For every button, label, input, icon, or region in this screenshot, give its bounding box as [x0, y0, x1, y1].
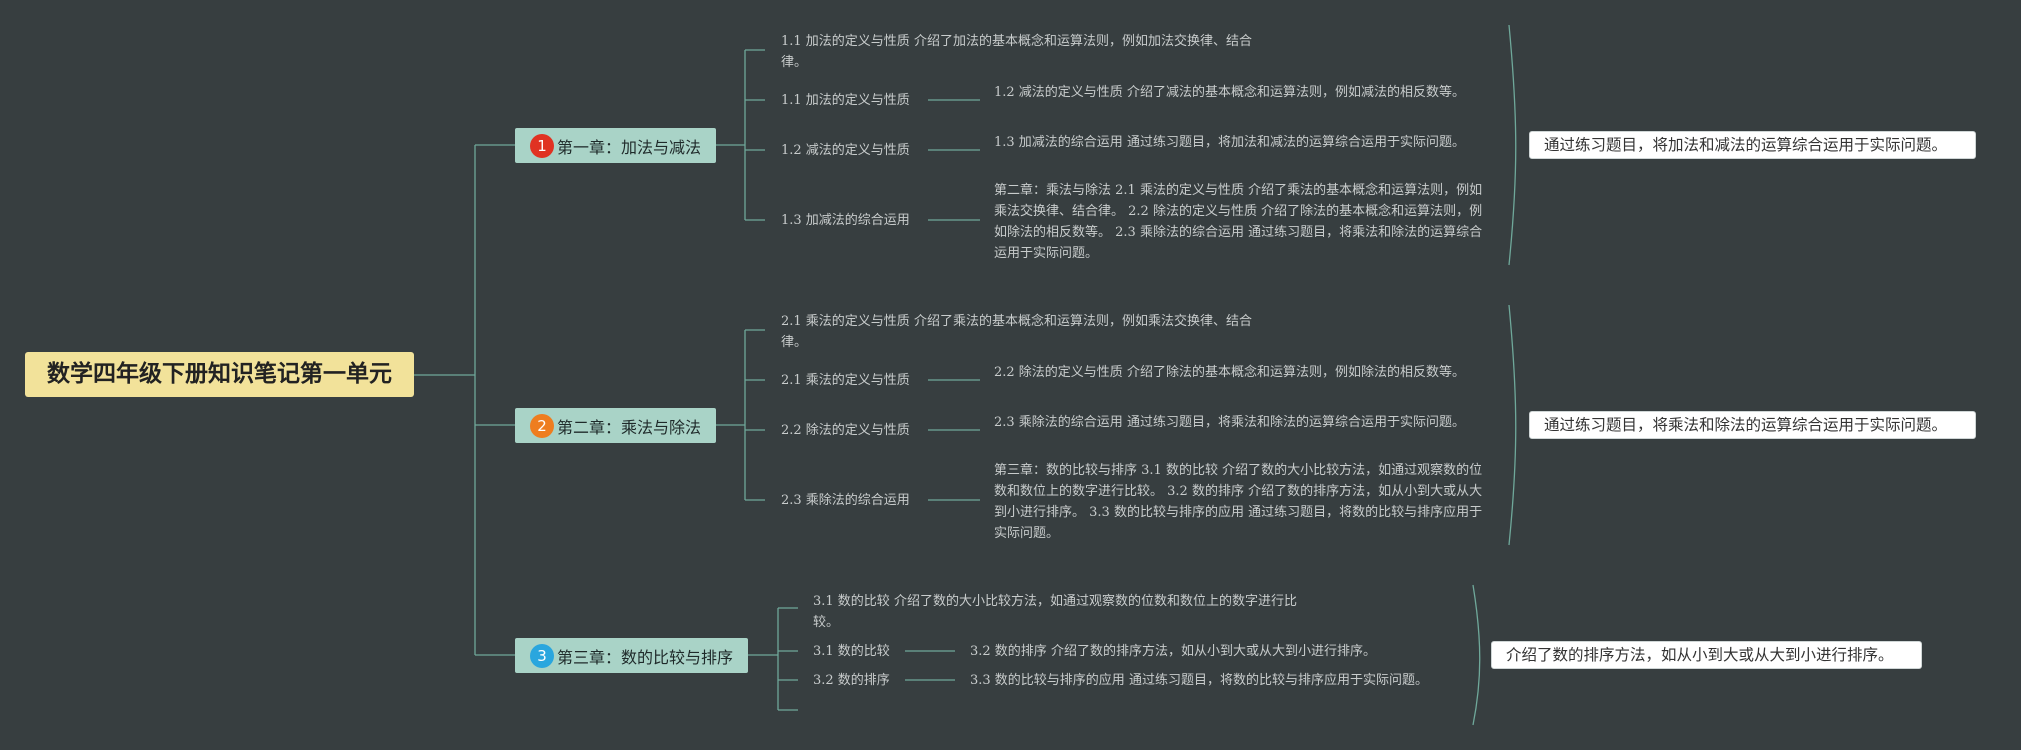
ch1-summary-brace — [1508, 24, 1517, 266]
chapter-3-item-2-detail[interactable]: 3.3 数的比较与排序的应用 通过练习题目，将数的比较与排序应用于实际问题。 — [970, 673, 1428, 688]
chapter-2-item-1-label[interactable]: 2.1 乘法的定义与性质 — [781, 373, 910, 388]
ch3-summary-brace — [1472, 584, 1481, 726]
chapter-3-item-2-label[interactable]: 3.2 数的排序 — [813, 673, 890, 688]
chapter-3-number-badge: 3 — [530, 643, 554, 668]
chapter-3-intro[interactable]: 3.1 数的比较 介绍了数的大小比较方法，如通过观察数的位数和数位上的数字进行比… — [813, 594, 1297, 630]
chapter-1-item-1-detail[interactable]: 1.2 减法的定义与性质 介绍了减法的基本概念和运算法则，例如减法的相反数等。 — [994, 85, 1465, 100]
chapter-2-node[interactable]: 2 第二章：乘法与除法 — [515, 408, 716, 443]
chapter-1-item-3-detail[interactable]: 第二章：乘法与除法 2.1 乘法的定义与性质 介绍了乘法的基本概念和运算法则，例… — [994, 183, 1483, 261]
chapter-2-item-2-detail[interactable]: 2.3 乘除法的综合运用 通过练习题目，将乘法和除法的运算综合运用于实际问题。 — [994, 415, 1465, 430]
chapter-2-intro[interactable]: 2.1 乘法的定义与性质 介绍了乘法的基本概念和运算法则，例如乘法交换律、结合律… — [781, 314, 1252, 350]
chapter-2-item-1-detail[interactable]: 2.2 除法的定义与性质 介绍了除法的基本概念和运算法则，例如除法的相反数等。 — [994, 365, 1465, 380]
chapter-2-number-badge: 2 — [530, 413, 554, 438]
chapter-2-item-3-label[interactable]: 2.3 乘除法的综合运用 — [781, 493, 910, 508]
root-topic[interactable]: 数学四年级下册知识笔记第一单元 — [25, 352, 414, 397]
chapter-3-node[interactable]: 3 第三章：数的比较与排序 — [515, 638, 748, 673]
chapter-3-item-1-label[interactable]: 3.1 数的比较 — [813, 644, 890, 659]
chapter-1-number-badge: 1 — [530, 133, 554, 158]
chapter-1-summary-box[interactable]: 通过练习题目，将加法和减法的运算综合运用于实际问题。 — [1529, 131, 1976, 159]
chapter-2-title: 第二章：乘法与除法 — [557, 417, 702, 437]
chapter-1-item-1-label[interactable]: 1.1 加法的定义与性质 — [781, 93, 910, 108]
ch2-summary-brace — [1508, 304, 1517, 546]
chapter-1-title: 第一章：加法与减法 — [557, 137, 702, 157]
chapter-1-node[interactable]: 1 第一章：加法与减法 — [515, 128, 716, 163]
chapter-2-item-3-detail[interactable]: 第三章：数的比较与排序 3.1 数的比较 介绍了数的大小比较方法，如通过观察数的… — [994, 463, 1483, 541]
chapter-1-intro[interactable]: 1.1 加法的定义与性质 介绍了加法的基本概念和运算法则，例如加法交换律、结合律… — [781, 34, 1252, 70]
chapter-3-summary-box[interactable]: 介绍了数的排序方法，如从小到大或从大到小进行排序。 — [1491, 641, 1922, 669]
chapter-2-summary-box[interactable]: 通过练习题目，将乘法和除法的运算综合运用于实际问题。 — [1529, 411, 1976, 439]
chapter-3-title: 第三章：数的比较与排序 — [557, 647, 734, 667]
chapter-1-item-2-detail[interactable]: 1.3 加减法的综合运用 通过练习题目，将加法和减法的运算综合运用于实际问题。 — [994, 135, 1465, 150]
chapter-2-item-2-label[interactable]: 2.2 除法的定义与性质 — [781, 423, 910, 438]
chapter-1-item-2-label[interactable]: 1.2 减法的定义与性质 — [781, 143, 910, 158]
chapter-3-item-1-detail[interactable]: 3.2 数的排序 介绍了数的排序方法，如从小到大或从大到小进行排序。 — [970, 644, 1376, 659]
chapter-1-item-3-label[interactable]: 1.3 加减法的综合运用 — [781, 213, 910, 228]
